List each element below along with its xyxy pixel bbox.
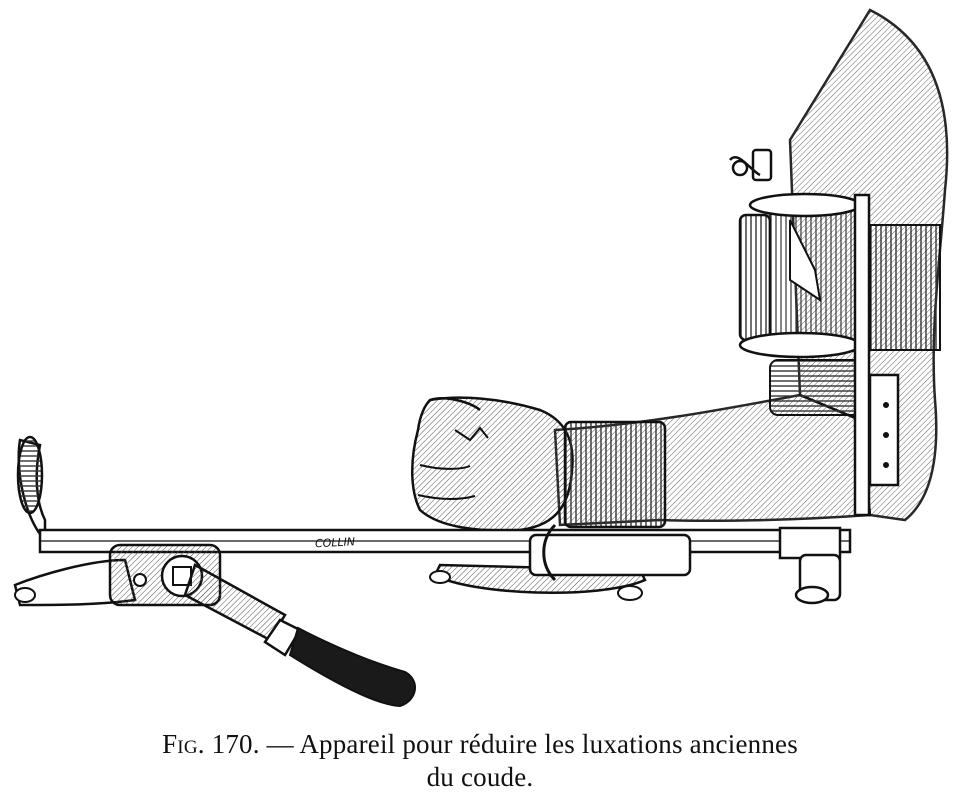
caption-line-2: du coude. bbox=[426, 762, 534, 792]
figure-caption: Fig. 170. — Appareil pour réduire les lu… bbox=[0, 728, 960, 794]
figure-label: Fig. 170. bbox=[162, 729, 260, 759]
upper-arm-cuff bbox=[769, 224, 941, 416]
caption-dash: — bbox=[266, 729, 294, 759]
fist bbox=[411, 396, 574, 532]
caption-line-1: Fig. 170. — Appareil pour réduire les lu… bbox=[0, 728, 960, 761]
ratchet-lever bbox=[13, 543, 416, 708]
screw-frame bbox=[729, 148, 900, 517]
elbow-reduction-apparatus-illustration: COLLIN bbox=[13, 8, 949, 708]
wrist-cuff bbox=[563, 420, 667, 529]
rod-maker-stamp: COLLIN bbox=[315, 535, 356, 550]
carriage bbox=[429, 523, 692, 601]
caption-text-1: Appareil pour réduire les luxations anci… bbox=[299, 729, 798, 759]
